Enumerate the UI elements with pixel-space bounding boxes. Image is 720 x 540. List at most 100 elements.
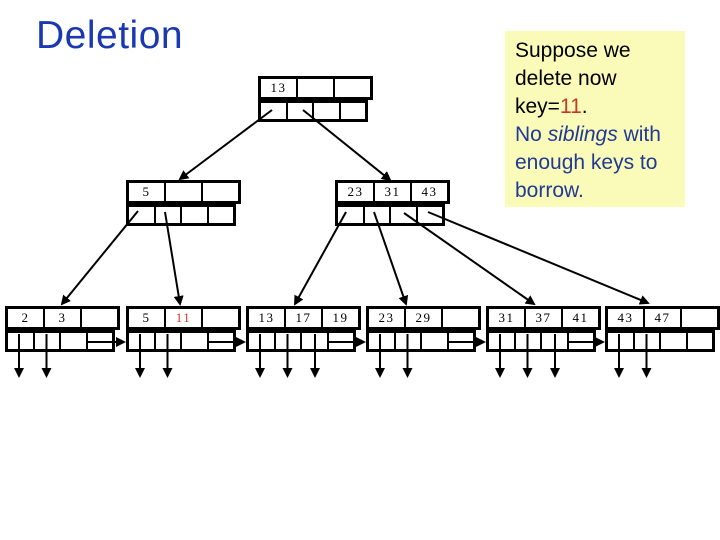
pointer-cell xyxy=(249,333,274,349)
pointer-cell xyxy=(59,333,86,349)
btree-node-leaf-23-29-keys: 23 29 xyxy=(366,306,481,330)
child-pointer-arrow-node-23-31-43-to-leaf-43-47 xyxy=(427,211,650,305)
note-line: Suppose we xyxy=(515,37,683,65)
pointer-cell xyxy=(420,333,447,349)
btree-node-leaf-5-11-keys: 5 11 xyxy=(126,306,241,330)
key-cell: 11 xyxy=(164,309,201,327)
note-text-segment: No xyxy=(515,123,548,146)
btree-node-leaf-43-47-pointers xyxy=(605,330,715,352)
pointer-cell xyxy=(129,207,154,223)
key-cell-empty xyxy=(680,309,717,327)
note-text-segment: delete now xyxy=(515,67,617,90)
btree-node-leaf-2-3-pointers xyxy=(5,330,115,352)
key-cell-empty xyxy=(164,183,201,201)
btree-node-node-5-pointers xyxy=(126,204,236,226)
key-cell: 3 xyxy=(43,309,80,327)
pointer-cell xyxy=(153,207,181,223)
pointer-cell xyxy=(180,207,207,223)
key-cell-empty xyxy=(333,79,370,97)
child-pointer-arrow-node-23-31-43-to-leaf-31-37-41 xyxy=(403,212,536,306)
pointer-cell xyxy=(362,207,390,223)
pointer-cell xyxy=(300,333,327,349)
key-cell-empty xyxy=(201,183,238,201)
pointer-cell xyxy=(206,333,234,349)
btree-node-root-pointers xyxy=(258,100,368,122)
key-cell: 37 xyxy=(524,309,561,327)
pointer-cell xyxy=(566,333,594,349)
btree-node-leaf-5-11-pointers xyxy=(126,330,236,352)
key-cell-empty xyxy=(80,309,117,327)
note-text-segment: siblings xyxy=(547,123,618,146)
note-line: enough keys to xyxy=(515,149,683,177)
key-cell: 23 xyxy=(347,184,364,199)
pointer-cell xyxy=(632,333,660,349)
key-cell: 5 xyxy=(142,310,151,325)
note-line: key=11. xyxy=(515,93,683,121)
key-cell: 31 xyxy=(373,183,410,201)
btree-node-node-5-keys: 5 xyxy=(126,180,241,204)
note-text-segment: Suppose we xyxy=(515,39,631,62)
pointer-cell xyxy=(513,333,541,349)
pointer-cell xyxy=(415,207,443,223)
slide-title: Deletion xyxy=(36,14,184,57)
note-text-segment: . xyxy=(581,95,588,118)
key-cell: 19 xyxy=(321,309,358,327)
pointer-cell xyxy=(369,333,394,349)
pointer-cell xyxy=(389,207,416,223)
key-cell: 23 xyxy=(378,310,395,325)
pointer-cell xyxy=(8,333,33,349)
pointer-cell xyxy=(85,333,113,349)
pointer-cell xyxy=(338,207,363,223)
note-line: No siblings with xyxy=(515,121,683,149)
pointer-cell xyxy=(326,333,354,349)
note-line: delete now xyxy=(515,65,683,93)
btree-node-leaf-13-17-19-pointers xyxy=(246,330,356,352)
pointer-cell xyxy=(273,333,301,349)
key-cell: 31 xyxy=(498,310,515,325)
btree-node-leaf-31-37-41-pointers xyxy=(486,330,596,352)
key-cell: 43 xyxy=(617,310,634,325)
btree-node-leaf-23-29-pointers xyxy=(366,330,476,352)
pointer-cell xyxy=(685,333,713,349)
note-text-segment: key= xyxy=(515,95,560,118)
btree-node-node-23-31-43-pointers xyxy=(335,204,445,226)
pointer-cell xyxy=(338,103,366,119)
pointer-cell xyxy=(285,103,313,119)
note-text-segment: 11 xyxy=(559,95,582,118)
pointer-cell xyxy=(261,103,286,119)
key-cell-empty xyxy=(296,79,333,97)
pointer-cell xyxy=(153,333,181,349)
pointer-cell xyxy=(540,333,567,349)
pointer-cell xyxy=(446,333,474,349)
pointer-cell xyxy=(206,207,234,223)
btree-node-root-keys: 13 xyxy=(258,76,373,100)
key-cell: 2 xyxy=(21,310,30,325)
key-cell: 13 xyxy=(258,310,275,325)
key-cell: 17 xyxy=(284,309,321,327)
key-cell-empty xyxy=(441,309,478,327)
key-cell: 5 xyxy=(142,184,151,199)
pointer-cell xyxy=(608,333,633,349)
key-cell: 41 xyxy=(561,309,598,327)
note-line: borrow. xyxy=(515,177,683,205)
pointer-cell xyxy=(489,333,514,349)
btree-node-leaf-43-47-keys: 43 47 xyxy=(605,306,720,330)
note-text-segment: with xyxy=(617,123,661,146)
pointer-cell xyxy=(180,333,207,349)
key-cell-empty xyxy=(201,309,238,327)
key-cell: 13 xyxy=(270,80,287,95)
key-cell: 47 xyxy=(643,309,680,327)
note-text-segment: borrow. xyxy=(515,179,584,202)
pointer-cell xyxy=(659,333,686,349)
pointer-cell xyxy=(312,103,339,119)
pointer-cell xyxy=(393,333,421,349)
key-cell: 43 xyxy=(410,183,447,201)
key-cell: 29 xyxy=(404,309,441,327)
note-text-segment: enough keys to xyxy=(515,151,658,174)
